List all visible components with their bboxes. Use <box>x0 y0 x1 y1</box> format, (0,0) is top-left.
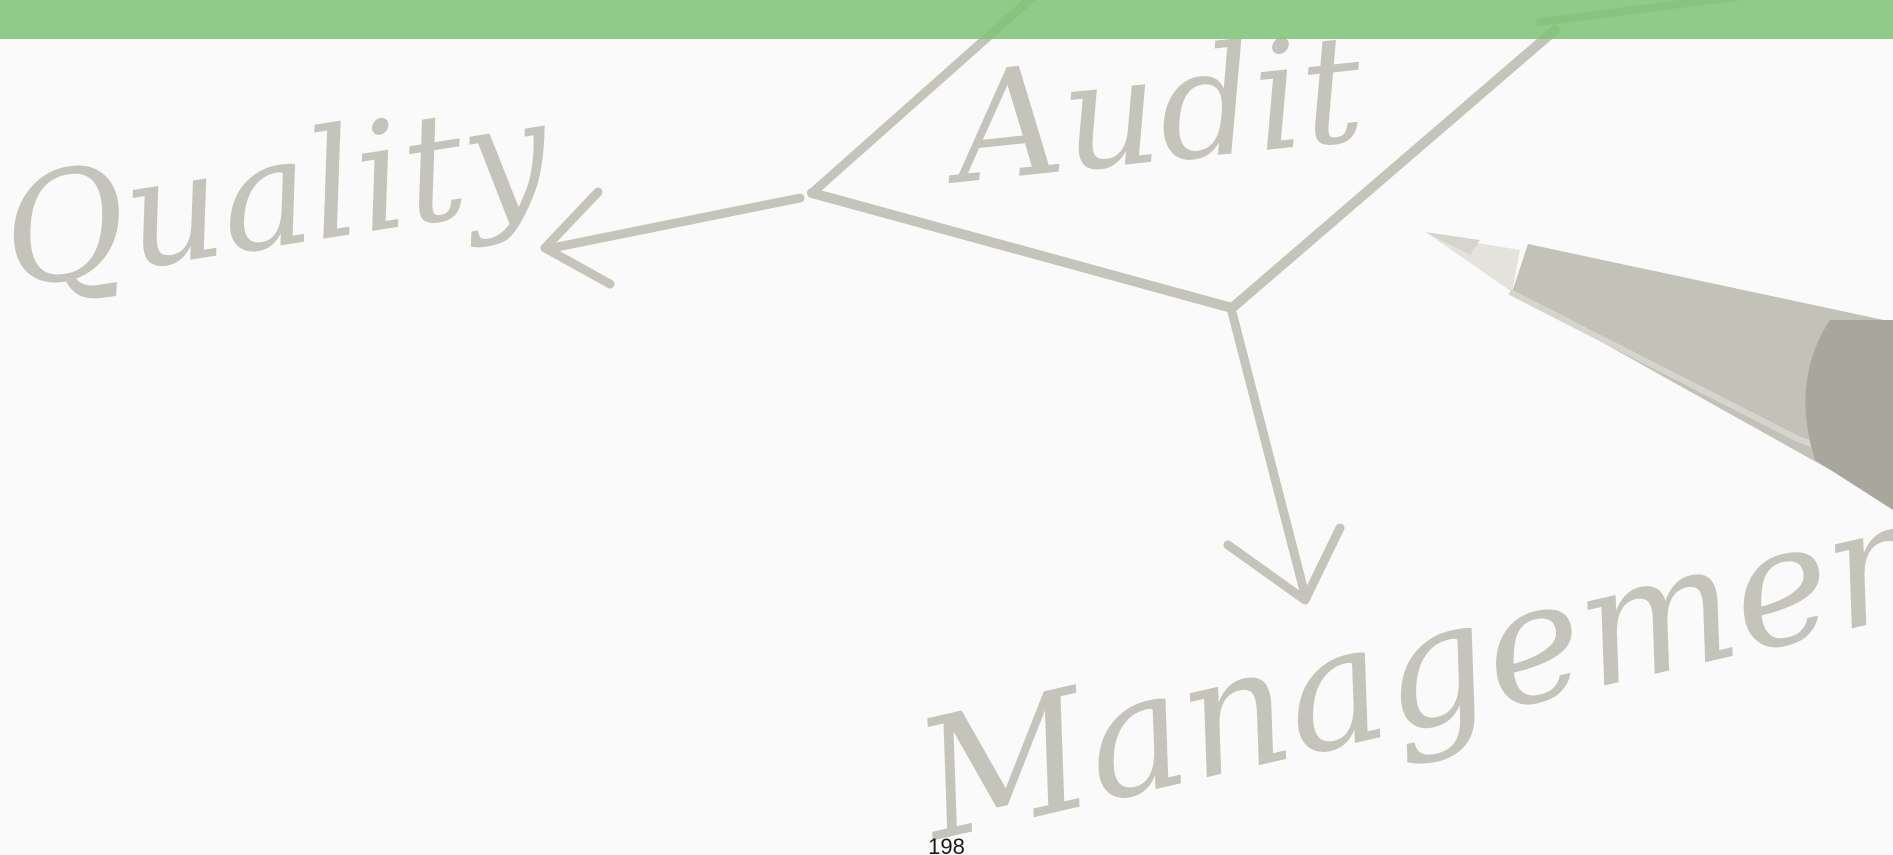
top-header-band <box>0 0 1893 39</box>
page-number: 198 <box>928 834 965 855</box>
arrow-to-management <box>1223 307 1345 605</box>
management-word: Management <box>898 443 1893 855</box>
quality-word: Quality <box>0 65 563 323</box>
pen-graphic <box>1425 232 1893 510</box>
arrow-to-quality <box>540 187 805 289</box>
